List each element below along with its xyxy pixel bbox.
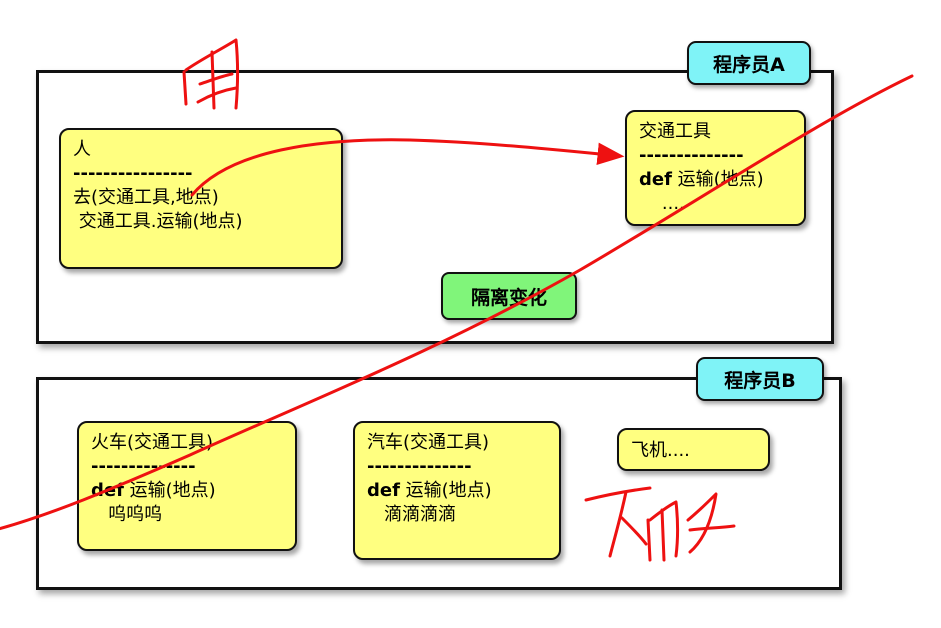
vehicle-method: 运输(地点) (671, 169, 764, 190)
vehicle-class-note: 交通工具 -------------- def 运输(地点) .... (625, 110, 806, 226)
train-separator: -------------- (91, 456, 196, 477)
programmer-b-label: 程序员B (724, 369, 796, 392)
train-def-keyword: def (91, 480, 124, 501)
isolation-label: 隔离变化 (470, 286, 547, 309)
person-class-note: 人 ---------------- 去(交通工具,地点) 交通工具.运输(地点… (59, 128, 343, 269)
person-separator: ---------------- (73, 163, 193, 184)
person-title: 人 (73, 139, 91, 160)
car-body: 滴滴滴滴 (367, 504, 457, 525)
plane-class-note: 飞机.... (617, 428, 770, 471)
person-method: 去(交通工具,地点) (73, 187, 219, 208)
car-method: 运输(地点) (399, 480, 492, 501)
car-class-note: 汽车(交通工具) -------------- def 运输(地点) 滴滴滴滴 (353, 421, 561, 560)
car-title: 汽车(交通工具) (367, 432, 490, 453)
car-def-keyword: def (367, 480, 400, 501)
programmer-a-tag: 程序员A (687, 41, 811, 85)
person-body: 交通工具.运输(地点) (73, 211, 243, 232)
programmer-a-label: 程序员A (713, 53, 785, 76)
vehicle-title: 交通工具 (639, 121, 711, 142)
plane-title: 飞机.... (631, 440, 690, 461)
programmer-b-tag: 程序员B (696, 357, 824, 401)
train-title: 火车(交通工具) (91, 432, 214, 453)
vehicle-separator: -------------- (639, 145, 744, 166)
train-class-note: 火车(交通工具) -------------- def 运输(地点) 呜呜呜 (77, 421, 297, 551)
car-separator: -------------- (367, 456, 472, 477)
vehicle-def-keyword: def (639, 169, 672, 190)
train-body: 呜呜呜 (91, 504, 163, 525)
isolation-label-box: 隔离变化 (441, 272, 577, 320)
train-method: 运输(地点) (123, 480, 216, 501)
vehicle-body: .... (639, 193, 685, 214)
